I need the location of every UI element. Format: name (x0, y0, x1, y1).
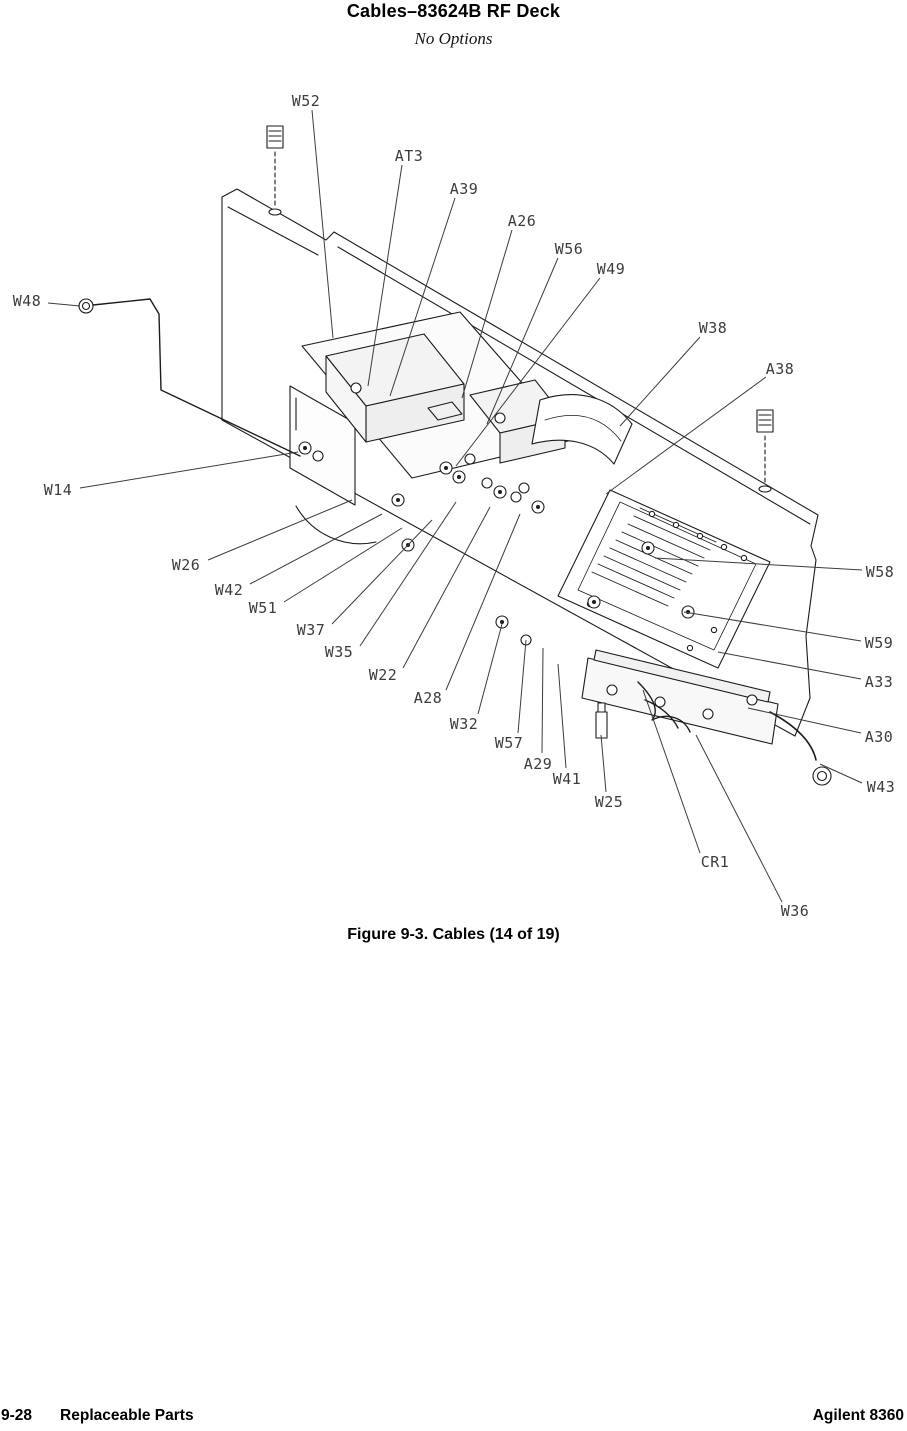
leader-line-W35 (359, 501, 457, 647)
page-subtitle: No Options (414, 29, 493, 48)
figure-label-W26: W26 (172, 556, 201, 574)
figure-label-A39: A39 (450, 180, 479, 198)
leader-line-W49 (455, 277, 601, 467)
leader-line-W48 (47, 302, 81, 307)
page-number: 9-28 (1, 1407, 33, 1424)
figure-label-W58: W58 (866, 563, 895, 581)
figure-label-A26: A26 (508, 212, 537, 230)
leader-line-W25 (600, 734, 607, 793)
figure-label-A38: A38 (766, 360, 795, 378)
figure-caption: Figure 9-3. Cables (14 of 19) (347, 926, 560, 943)
leader-line-W37 (331, 519, 433, 625)
figure-label-W43: W43 (867, 778, 896, 796)
figure-label-W52: W52 (292, 92, 321, 110)
leader-line-W51 (283, 527, 403, 603)
leader-line-W59 (683, 611, 862, 642)
figure-label-W57: W57 (495, 734, 524, 752)
page-header: Cables–83624B RF Deck No Options (0, 0, 907, 49)
rf-deck-artwork (78, 125, 832, 786)
figure-label-AT3: AT3 (395, 147, 424, 165)
leader-line-A39 (389, 197, 456, 397)
section-name: Replaceable Parts (60, 1407, 194, 1424)
leader-line-W38 (619, 336, 701, 427)
figure-label-W48: W48 (13, 292, 42, 310)
figure-label-W25: W25 (595, 793, 624, 811)
leader-line-W43 (819, 763, 863, 784)
leader-line-A29 (541, 647, 544, 754)
figure-label-CR1: CR1 (701, 853, 730, 871)
figure-callouts: W52AT3A39A26W56W49W38A38W48W14W26W42W51W… (13, 92, 896, 920)
figure-label-W42: W42 (215, 581, 244, 599)
figure-label-W32: W32 (450, 715, 479, 733)
leader-line-AT3 (367, 164, 403, 387)
leader-line-W56 (486, 257, 559, 425)
figure-label-W51: W51 (249, 599, 278, 617)
leader-line-A28 (445, 513, 521, 691)
leader-line-W58 (654, 557, 863, 571)
leader-line-W14 (79, 451, 299, 489)
figure-label-W35: W35 (325, 643, 354, 661)
figure-label-A28: A28 (414, 689, 443, 707)
leader-line-W22 (402, 506, 491, 669)
figure-label-A33: A33 (865, 673, 894, 691)
leader-line-W41 (557, 663, 567, 769)
footer-brand: Agilent 8360 (812, 1407, 904, 1424)
figure-label-W59: W59 (865, 634, 894, 652)
leader-line-W26 (207, 499, 353, 561)
figure-label-A30: A30 (865, 728, 894, 746)
figure-label-W38: W38 (699, 319, 728, 337)
leader-line-CR1 (642, 689, 701, 854)
leader-line-A38 (605, 376, 767, 495)
leader-line-W42 (249, 513, 383, 585)
figure-label-A29: A29 (524, 755, 553, 773)
footer-left: 9-28 Replaceable Parts (1, 1407, 194, 1425)
figure-label-W56: W56 (555, 240, 584, 258)
page-footer: 9-28 Replaceable Parts Agilent 8360 (0, 1407, 907, 1425)
leader-line-W32 (477, 623, 503, 715)
leader-line-A33 (717, 651, 862, 680)
page-title: Cables–83624B RF Deck (346, 1, 561, 21)
figure-label-W36: W36 (781, 902, 810, 920)
figure-label-W37: W37 (297, 621, 326, 639)
leader-line-W36 (695, 734, 783, 903)
figure-label-W41: W41 (553, 770, 582, 788)
figure-label-W49: W49 (597, 260, 626, 278)
leader-line-A30 (747, 707, 862, 734)
leader-line-W57 (517, 639, 527, 734)
leader-line-A26 (461, 229, 513, 399)
figure-label-W22: W22 (369, 666, 398, 684)
figure-label-W14: W14 (44, 481, 73, 499)
leader-line-W52 (311, 109, 334, 339)
